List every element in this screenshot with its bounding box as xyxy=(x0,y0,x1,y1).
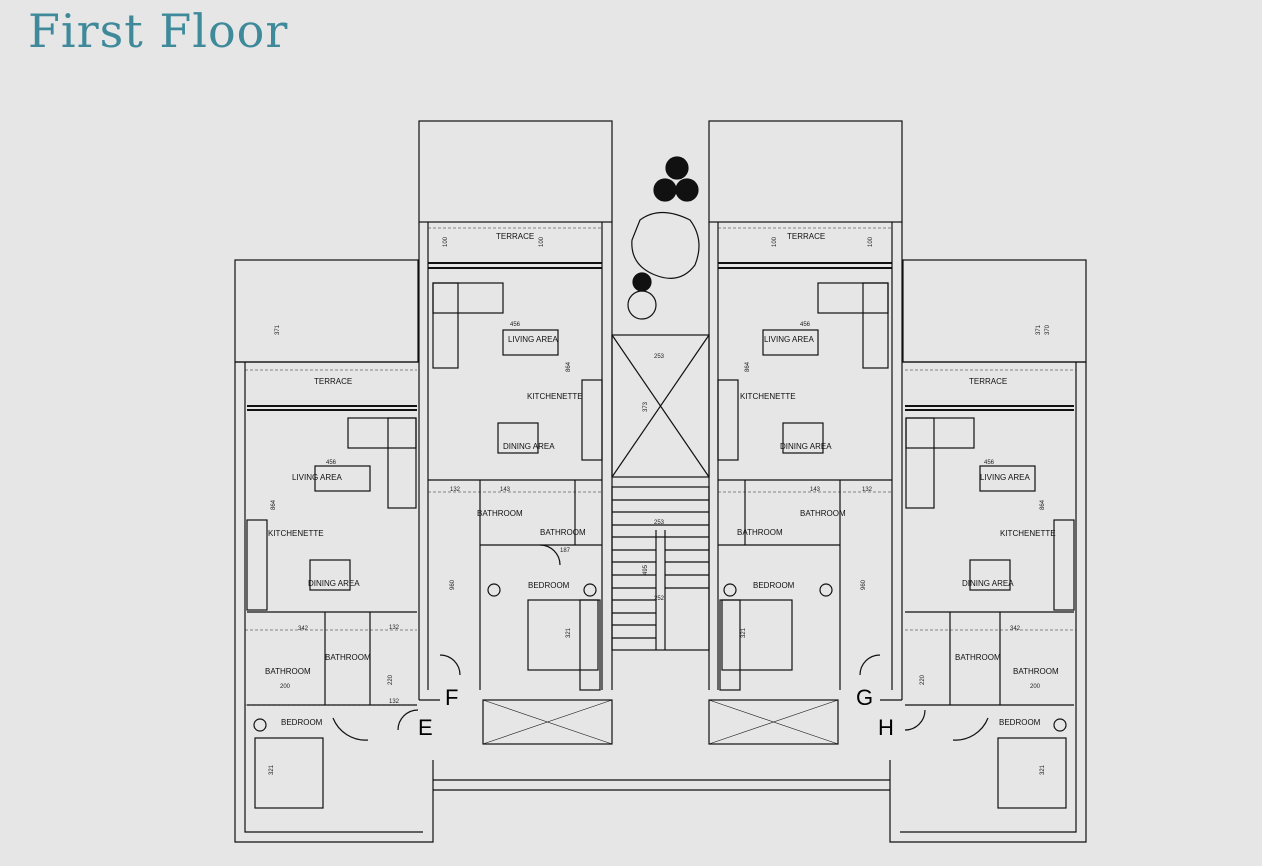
label-terrace-g: TERRACE xyxy=(787,232,825,241)
dim-lightwell-253: 253 xyxy=(654,354,665,360)
unit-g-walls xyxy=(708,222,903,701)
label-living-h: LIVING AREA xyxy=(980,473,1030,482)
dim-h-321: 321 xyxy=(1040,764,1046,775)
dim-f-100b: 100 xyxy=(539,236,545,247)
label-bedroom-f: BEDROOM xyxy=(528,581,570,590)
plant-2 xyxy=(653,178,677,202)
dim-g-100a: 100 xyxy=(772,236,778,247)
dim-g-456: 456 xyxy=(800,322,811,328)
dim-e-200: 200 xyxy=(280,684,291,690)
label-dining-f: DINING AREA xyxy=(503,442,555,451)
dim-h-370: 370 xyxy=(1045,324,1051,335)
unit-h-walls xyxy=(889,361,1087,843)
terrace-rail-f xyxy=(428,262,602,269)
dim-f-132: 132 xyxy=(450,487,461,493)
label-bathroom-g2: BATHROOM xyxy=(800,509,846,518)
dim-h-220: 220 xyxy=(920,674,926,685)
label-living-e: LIVING AREA xyxy=(292,473,342,482)
dim-lightwell-373: 373 xyxy=(643,401,649,412)
plant-1 xyxy=(665,156,689,180)
label-kitchenette-f: KITCHENETTE xyxy=(527,392,583,401)
dim-g-864: 864 xyxy=(745,361,751,372)
terrace-rail-h xyxy=(905,405,1074,411)
label-bedroom-e: BEDROOM xyxy=(281,718,323,727)
label-bathroom-f2: BATHROOM xyxy=(540,528,586,537)
dim-h-456: 456 xyxy=(984,460,995,466)
dim-f-960: 960 xyxy=(450,579,456,590)
unit-label-g: G xyxy=(856,685,873,710)
unit-label-f: F xyxy=(445,685,458,710)
dim-e-864: 864 xyxy=(271,499,277,510)
dim-stair-253: 253 xyxy=(654,520,665,526)
label-terrace-e: TERRACE xyxy=(314,377,352,386)
label-kitchenette-h: KITCHENETTE xyxy=(1000,529,1056,538)
dim-f-456: 456 xyxy=(510,322,521,328)
label-dining-h: DINING AREA xyxy=(962,579,1014,588)
unit-f-walls xyxy=(418,222,613,701)
dim-h-342: 342 xyxy=(1010,626,1021,632)
dim-e-321: 321 xyxy=(269,764,275,775)
label-living-f: LIVING AREA xyxy=(508,335,558,344)
dim-e-371: 371 xyxy=(275,324,281,335)
lightwell xyxy=(611,334,710,478)
label-bathroom-g1: BATHROOM xyxy=(737,528,783,537)
label-bathroom-e2: BATHROOM xyxy=(325,653,371,662)
label-bedroom-g: BEDROOM xyxy=(753,581,795,590)
dim-e-132: 132 xyxy=(389,625,400,631)
dim-f-143: 143 xyxy=(500,487,511,493)
label-terrace-h: TERRACE xyxy=(969,377,1007,386)
unit-e-walls xyxy=(234,361,434,843)
label-kitchenette-g: KITCHENETTE xyxy=(740,392,796,401)
dim-stair-495: 495 xyxy=(643,564,649,575)
dim-g-143: 143 xyxy=(810,487,821,493)
terrace-canopy-right xyxy=(708,120,903,223)
dim-h-200: 200 xyxy=(1030,684,1041,690)
dim-f-100a: 100 xyxy=(443,236,449,247)
label-dining-e: DINING AREA xyxy=(308,579,360,588)
dim-h-371: 371 xyxy=(1036,324,1042,335)
dim-e-220: 220 xyxy=(388,674,394,685)
dim-g-321: 321 xyxy=(741,627,747,638)
balcony-g xyxy=(708,699,839,745)
terrace-canopy-far-right xyxy=(902,259,1087,363)
terrace-canopy-left xyxy=(418,120,613,223)
label-bathroom-f1: BATHROOM xyxy=(477,509,523,518)
balcony-f xyxy=(482,699,613,745)
label-bathroom-e1: BATHROOM xyxy=(265,667,311,676)
dim-f-321: 321 xyxy=(566,627,572,638)
dim-e-456: 456 xyxy=(326,460,337,466)
dim-f-864: 864 xyxy=(566,361,572,372)
plant-pot xyxy=(627,290,657,320)
unit-label-h: H xyxy=(878,715,894,740)
terrace-canopy-far-left xyxy=(234,259,419,363)
label-bathroom-h2: BATHROOM xyxy=(1013,667,1059,676)
label-bathroom-h1: BATHROOM xyxy=(955,653,1001,662)
plant-4 xyxy=(632,272,652,292)
label-bedroom-h: BEDROOM xyxy=(999,718,1041,727)
stair-treads xyxy=(612,499,709,650)
unit-label-e: E xyxy=(418,715,433,740)
label-living-g: LIVING AREA xyxy=(764,335,814,344)
dim-h-864: 864 xyxy=(1040,499,1046,510)
stair-core xyxy=(611,486,710,651)
dim-g-132: 132 xyxy=(862,487,873,493)
terrace-rail-e xyxy=(247,405,417,411)
page-title: First Floor xyxy=(28,4,289,58)
label-dining-g: DINING AREA xyxy=(780,442,832,451)
dim-e-342: 342 xyxy=(298,626,309,632)
label-kitchenette-e: KITCHENETTE xyxy=(268,529,324,538)
dim-stair-252: 252 xyxy=(654,596,665,602)
corridor-bottom xyxy=(433,779,890,791)
dim-g-960: 960 xyxy=(861,579,867,590)
lightwell-cross xyxy=(611,334,710,478)
terrace-rail-g xyxy=(718,262,892,269)
dim-f-187: 187 xyxy=(560,548,571,554)
plant-3 xyxy=(675,178,699,202)
label-terrace-f: TERRACE xyxy=(496,232,534,241)
dim-g-100b: 100 xyxy=(868,236,874,247)
plant-outline xyxy=(631,211,700,279)
dim-e-132b: 132 xyxy=(389,699,400,705)
